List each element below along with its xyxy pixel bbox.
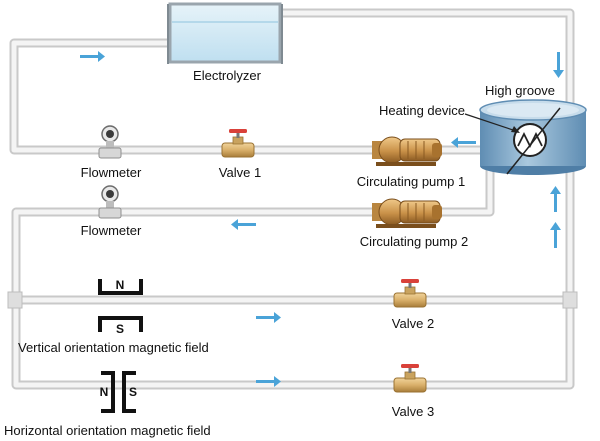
flow-arrow-right-icon — [256, 312, 281, 323]
valve-2-label: Valve 2 — [392, 316, 434, 331]
electrolyzer-tank — [167, 2, 283, 64]
horizontal-magnet-icon — [101, 371, 136, 413]
flow-arrow-right-icon — [256, 376, 281, 387]
heating-device-arrowhead — [511, 126, 520, 133]
pipe-network — [7, 8, 578, 390]
heating-device-label: Heating device — [379, 103, 465, 118]
vertical-pole-n: N — [116, 278, 125, 292]
heating-device-arrow — [464, 113, 517, 132]
high-groove-tank — [479, 99, 587, 175]
valve-3-label: Valve 3 — [392, 404, 434, 419]
pipe-tee-right — [562, 291, 578, 309]
high-groove-label: High groove — [485, 83, 555, 98]
vertical-field-label: Vertical orientation magnetic field — [18, 340, 209, 355]
valve-1-icon — [221, 129, 255, 158]
vertical-pole-s: S — [116, 322, 124, 336]
vertical-magnet-icon — [98, 279, 143, 332]
flow-arrow-right-icon — [80, 51, 105, 62]
heating-element-icon — [513, 123, 547, 157]
horizontal-pole-n: N — [100, 385, 109, 399]
valve-2-icon — [393, 279, 427, 308]
circulating-pump-1-icon — [372, 136, 442, 166]
flowmeter-2-label: Flowmeter — [81, 223, 142, 238]
circulating-pump-2-icon — [372, 198, 442, 228]
valve-1-label: Valve 1 — [219, 165, 261, 180]
flowmeter-1-icon — [98, 125, 122, 159]
horizontal-pole-s: S — [129, 385, 137, 399]
flow-arrows — [80, 51, 564, 387]
flowmeter-1-label: Flowmeter — [81, 165, 142, 180]
heating-device-pointer — [506, 107, 561, 175]
flow-arrow-up-icon — [550, 222, 561, 248]
flow-arrow-left-icon — [231, 219, 256, 230]
valve-3-icon — [393, 364, 427, 393]
pipe-tee-left — [7, 291, 23, 309]
horizontal-field-label: Horizontal orientation magnetic field — [4, 423, 211, 438]
flowmeter-2-icon — [98, 185, 122, 219]
pump-1-label: Circulating pump 1 — [357, 174, 465, 189]
flow-arrow-down-icon — [553, 52, 564, 78]
electrolyzer-label: Electrolyzer — [193, 68, 262, 83]
pump-2-label: Circulating pump 2 — [360, 234, 468, 249]
flow-arrow-up-icon — [550, 186, 561, 212]
flow-arrow-left-icon — [451, 137, 476, 148]
